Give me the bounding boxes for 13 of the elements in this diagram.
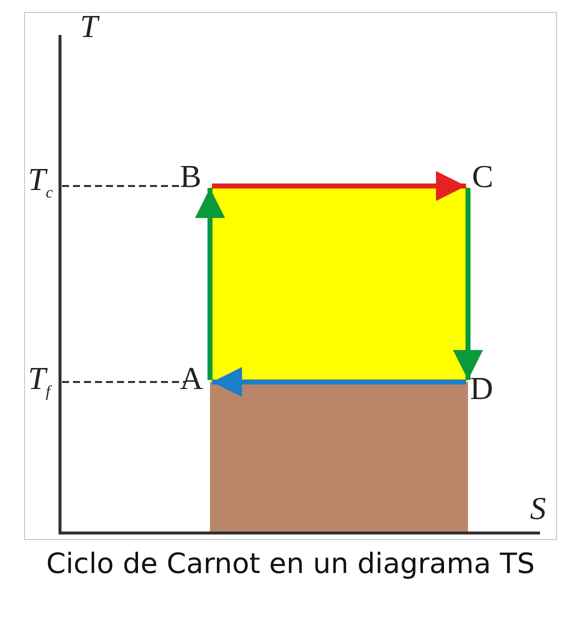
process-arrow <box>453 188 483 380</box>
axis-label: T <box>80 10 98 42</box>
caption: Ciclo de Carnot en un diagrama TS <box>45 546 536 582</box>
process-arrow <box>212 171 466 201</box>
temperature-label: T$_{c}$ <box>28 163 53 204</box>
axis-label: S <box>530 492 546 524</box>
process-arrow <box>195 188 225 380</box>
point-label: D <box>470 372 494 404</box>
temperature-label: T$_{f}$ <box>28 362 50 402</box>
point-label: A <box>180 362 204 394</box>
process-arrow <box>212 367 466 397</box>
point-label: B <box>180 160 202 192</box>
point-label: C <box>472 160 494 192</box>
